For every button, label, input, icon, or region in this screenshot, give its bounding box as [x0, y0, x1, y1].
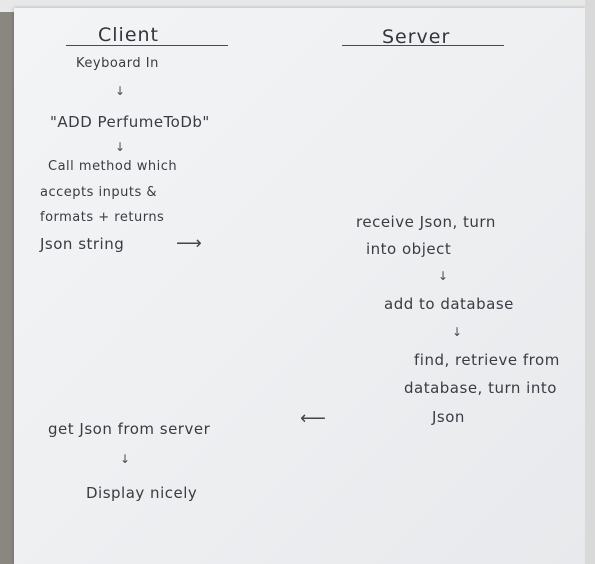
- client-step-call-method: Call method which: [48, 159, 178, 174]
- server-heading-underline: [342, 45, 504, 46]
- arrow-down: ↓: [120, 452, 131, 466]
- server-step-add-to-database: add to database: [384, 295, 514, 313]
- client-heading-underline: [66, 45, 228, 46]
- client-step-json-string: Json string: [40, 235, 125, 253]
- paper-edge: [585, 0, 595, 564]
- client-step-keyboard-in: Keyboard In: [76, 56, 159, 71]
- client-step-accepts-inputs: accepts inputs &: [40, 185, 157, 200]
- server-step-database-turn-into: database, turn into: [404, 379, 557, 397]
- arrow-down: ↓: [452, 325, 463, 339]
- client-heading: Client: [98, 24, 160, 46]
- arrow-down: ↓: [438, 269, 449, 283]
- arrow-to-client-icon: ⟵: [300, 408, 326, 429]
- arrow-down: ↓: [115, 140, 126, 154]
- server-step-find-retrieve: find, retrieve from: [414, 351, 560, 369]
- server-heading: Server: [382, 26, 451, 48]
- arrow-down: ↓: [115, 84, 126, 98]
- client-step-formats-returns: formats + returns: [40, 210, 165, 225]
- paper-sheet: Client Keyboard In ↓ "ADD PerfumeToDb" ↓…: [14, 8, 586, 564]
- server-step-into-object: into object: [366, 240, 452, 258]
- client-step-display-nicely: Display nicely: [86, 484, 198, 502]
- client-step-get-json: get Json from server: [48, 420, 211, 438]
- server-step-receive-json: receive Json, turn: [356, 213, 496, 231]
- arrow-to-server-icon: ⟶: [176, 233, 202, 254]
- client-step-add-perfume-command: "ADD PerfumeToDb": [50, 113, 210, 131]
- server-step-json: Json: [432, 408, 465, 426]
